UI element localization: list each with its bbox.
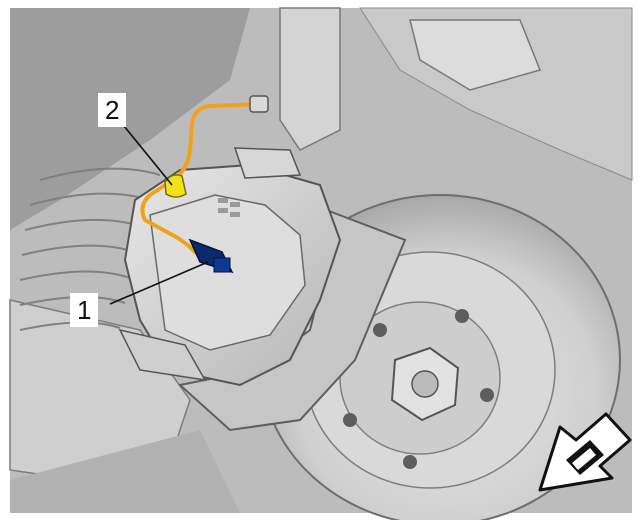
wear-sensor-connector bbox=[188, 238, 234, 274]
hub-nut bbox=[390, 346, 460, 422]
callout-label-1: 1 bbox=[70, 293, 99, 327]
leader-lines bbox=[109, 125, 209, 305]
wire-connector-top bbox=[249, 95, 269, 113]
callout-label-2: 2 bbox=[98, 93, 127, 127]
brake-caliper bbox=[118, 147, 342, 387]
wire-clip bbox=[164, 174, 187, 198]
driving-direction-arrow-icon bbox=[538, 412, 632, 492]
